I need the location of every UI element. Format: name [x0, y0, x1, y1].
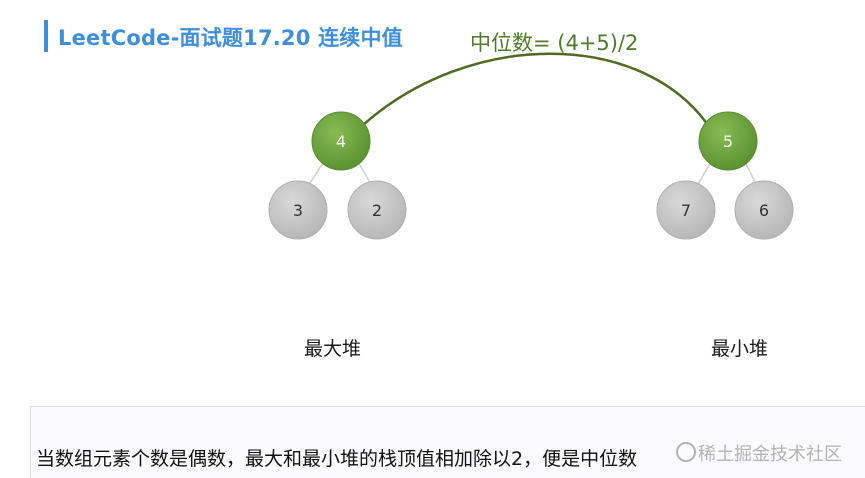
min-heap-child-value: 7: [681, 201, 691, 220]
min-heap-child-node: 6: [734, 180, 794, 240]
max-heap-child-value: 3: [293, 201, 303, 220]
median-formula: 中位数= (4+5)/2: [470, 31, 639, 55]
edge-min-left: [696, 159, 713, 187]
caption-text: 当数组元素个数是偶数，最大和最小堆的栈顶值相加除以2，便是中位数: [36, 448, 638, 470]
max-heap-child-node: 3: [268, 180, 328, 240]
min-heap-child-node: 7: [656, 180, 716, 240]
edge-min-right: [743, 159, 758, 187]
edge-max-left: [307, 159, 326, 187]
min-heap-top-value: 5: [723, 132, 733, 151]
max-heap-top-value: 4: [336, 132, 346, 151]
max-heap-top-node: 4: [311, 111, 371, 171]
min-heap-child-value: 6: [759, 201, 769, 220]
title-accent-bar: [44, 20, 48, 52]
max-heap-child-node: 2: [347, 180, 407, 240]
juejin-logo-icon: [676, 442, 696, 462]
max-heap-label: 最大堆: [304, 338, 362, 360]
max-heap-child-value: 2: [372, 201, 382, 220]
caption-panel: [30, 406, 865, 478]
min-heap-top-node: 5: [698, 111, 758, 171]
min-heap-label: 最小堆: [711, 338, 769, 360]
watermark: 稀土掘金技术社区: [676, 440, 842, 466]
watermark-text: 稀土掘金技术社区: [698, 444, 842, 465]
page-title: LeetCode-面试题17.20 连续中值: [58, 26, 403, 50]
median-arc: [362, 52, 710, 126]
